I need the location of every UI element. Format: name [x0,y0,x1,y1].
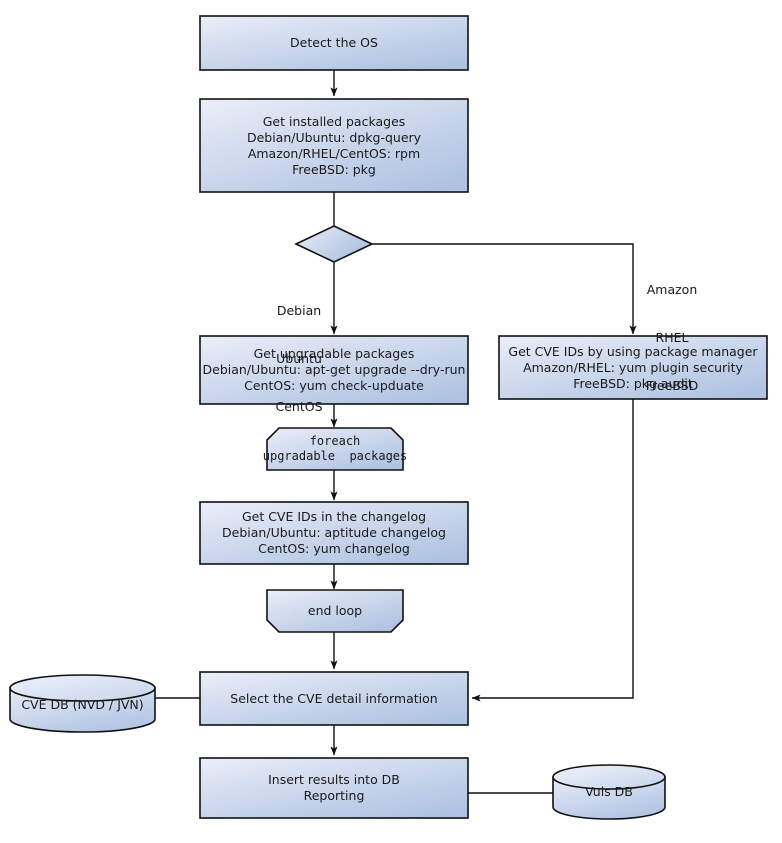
edge-label-left-branch: Debian Ubuntu CentOS [264,271,334,447]
node-foreach-loop-start[interactable] [266,427,404,471]
node-get-cve-ids-changelog[interactable] [199,501,469,565]
node-vuls-db[interactable] [552,764,666,820]
right-branch-line3: FreeBSD [645,378,699,393]
right-branch-line1: Amazon [646,282,698,297]
node-get-installed-packages[interactable] [199,98,469,193]
node-cve-db[interactable] [9,674,156,733]
left-branch-line2: Ubuntu [276,351,322,366]
node-os-decision[interactable] [294,225,374,263]
node-get-cve-ids-pkg-manager[interactable] [498,335,768,400]
left-branch-line3: CentOS [275,399,323,414]
edge-decision-right [372,243,637,335]
connectors [155,70,637,794]
right-branch-line2: RHEL [655,330,689,345]
node-select-cve-detail[interactable] [199,671,469,726]
node-end-loop[interactable] [266,589,404,633]
left-branch-line1: Debian [276,303,322,318]
node-get-upgradable-packages[interactable] [199,335,469,405]
edge-label-right-branch: Amazon RHEL FreeBSD [636,250,708,426]
node-insert-results[interactable] [199,757,469,819]
edge-pkgmanager-to-select [471,399,634,702]
node-detect-os[interactable] [199,15,469,71]
